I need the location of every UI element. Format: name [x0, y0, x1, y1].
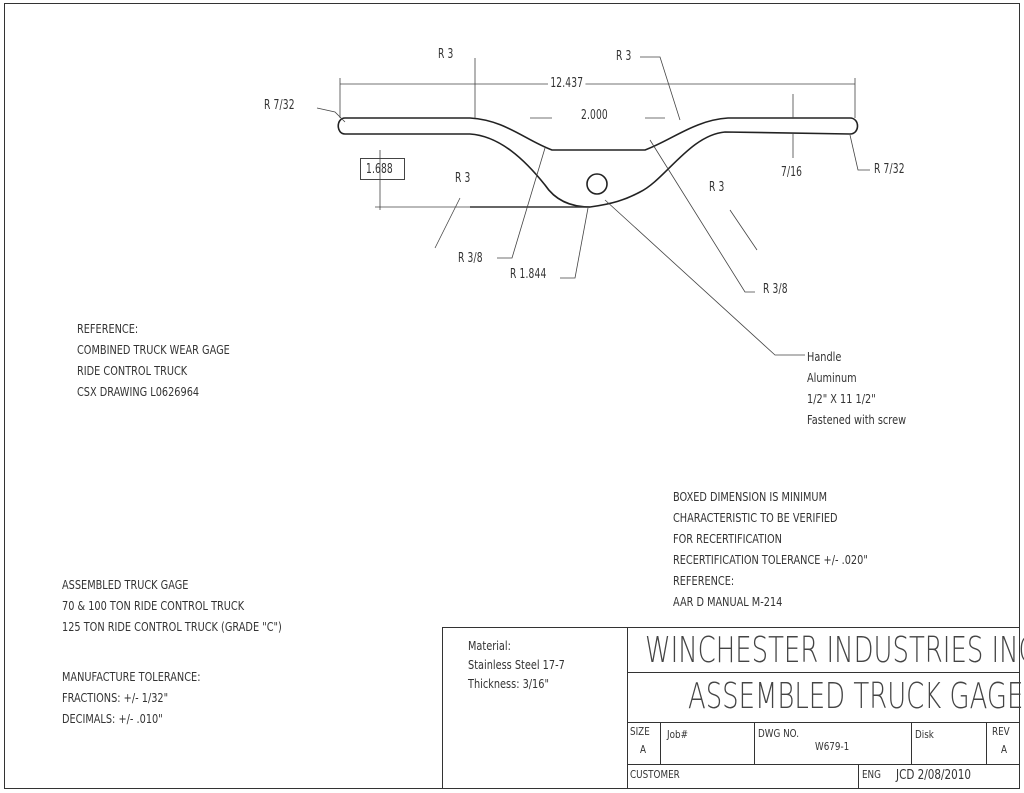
dim-r732-left: R 7/32 [264, 98, 295, 113]
tolerance-note: MANUFACTURE TOLERANCE: FRACTIONS: +/- 1/… [62, 669, 201, 726]
dim-center-width: 2.000 [581, 108, 608, 123]
dim-r1844: R 1.844 [510, 267, 547, 282]
company-name: WINCHESTER INDUSTRIES INC. [645, 630, 1024, 671]
dim-r3-mid-right: R 3 [709, 180, 725, 195]
job-label: Job# [667, 728, 688, 741]
drawing-sheet-border [4, 3, 1020, 789]
title-block-divider [627, 627, 628, 789]
dwg-no-value: W679-1 [815, 740, 850, 753]
handle-note: Handle Aluminum 1/2" X 11 1/2" Fastened … [807, 349, 907, 427]
dwg-no-label: DWG NO. [758, 727, 800, 740]
rev-value: A [1001, 743, 1008, 756]
eng-value: JCD 2/08/2010 [896, 768, 971, 783]
size-value: A [640, 743, 647, 756]
reference-note: REFERENCE: COMBINED TRUCK WEAR GAGE RIDE… [77, 321, 230, 399]
boxed-dimension-frame [360, 158, 405, 180]
material-note: Material: Stainless Steel 17-7 Thickness… [468, 638, 565, 691]
dim-r38-right: R 3/8 [763, 282, 788, 297]
drawing-title: ASSEMBLED TRUCK GAGE [688, 676, 1024, 717]
dim-r38-left: R 3/8 [458, 251, 483, 266]
size-label: SIZE [630, 725, 650, 738]
dim-r3-top-left: R 3 [438, 47, 454, 62]
eng-label: ENG [862, 768, 881, 781]
customer-label: CUSTOMER [630, 768, 680, 781]
dimension-lines [316, 56, 870, 356]
dim-r3-top-right: R 3 [616, 49, 632, 64]
rev-label: REV [992, 725, 1010, 738]
title-block [442, 627, 1020, 789]
assembly-note: ASSEMBLED TRUCK GAGE 70 & 100 TON RIDE C… [62, 577, 282, 634]
disk-label: Disk [915, 728, 934, 741]
boxed-dimension-note: BOXED DIMENSION IS MINIMUM CHARACTERISTI… [673, 489, 868, 609]
dim-overall-length: 12.437 [548, 77, 586, 90]
dim-r3-mid-left: R 3 [455, 171, 471, 186]
gage-profile [337, 117, 859, 208]
dim-boxed-height: 1.688 [366, 162, 393, 177]
dim-thickness-716: 7/16 [781, 165, 803, 180]
dim-r732-right: R 7/32 [874, 162, 905, 177]
